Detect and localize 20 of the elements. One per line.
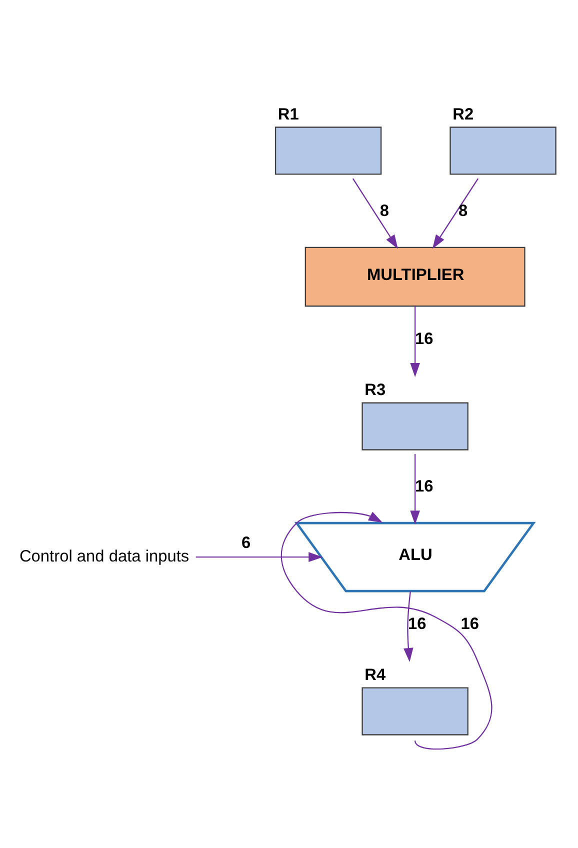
edge-label: 8 <box>380 202 390 220</box>
node-label: R2 <box>452 104 474 123</box>
arrow <box>432 178 479 248</box>
edge-label: 16 <box>408 614 426 632</box>
arrow <box>404 590 414 662</box>
edge-label: 16 <box>415 477 434 496</box>
node-text: Control and data inputs <box>19 546 190 565</box>
node-box: MULTIPLIER <box>304 246 526 306</box>
arrow <box>280 511 492 750</box>
node-label: R4 <box>364 665 386 684</box>
arrow <box>196 552 323 562</box>
edge-label: 16 <box>460 614 480 632</box>
arrow <box>410 454 420 524</box>
edge-label: 6 <box>242 533 251 552</box>
arrow <box>352 178 398 248</box>
node-label: R1 <box>278 104 299 123</box>
node-label: R3 <box>364 380 386 398</box>
edge-label: 8 <box>458 202 468 220</box>
arrow <box>410 306 420 377</box>
edge-label: 16 <box>415 329 434 348</box>
